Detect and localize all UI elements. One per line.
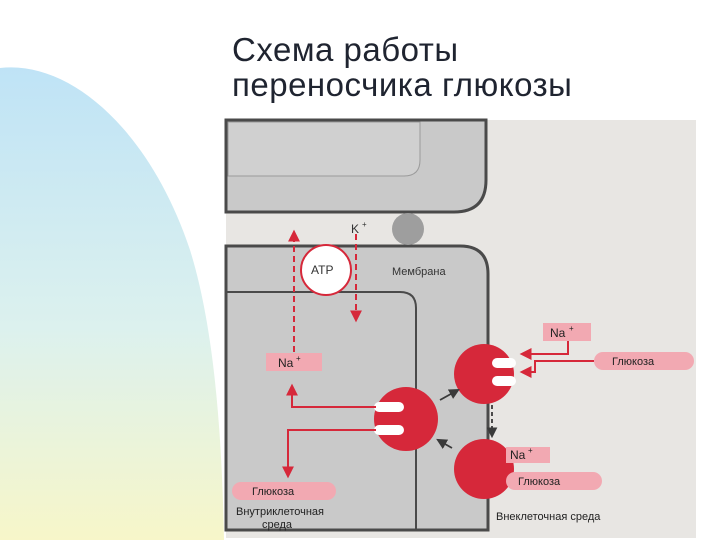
glucose-inside-label: Глюкоза	[252, 486, 295, 498]
cycle-arrow-up-left	[436, 438, 453, 449]
na-lower-tag	[506, 447, 550, 463]
cycle-arrow-up-right	[439, 388, 460, 401]
extracellular-caption: Внеклеточная среда	[496, 511, 601, 523]
na-release-arrow	[286, 383, 376, 408]
transporter-upper	[454, 344, 514, 404]
intracellular-caption-line2: среда	[262, 519, 293, 531]
na-outside-label: Na	[550, 326, 566, 340]
svg-text:+: +	[362, 220, 367, 229]
k-ion-label: K	[351, 222, 359, 236]
na-inside-label: Na	[278, 356, 294, 370]
membrane-label: Мембрана	[392, 266, 446, 278]
na-outside-to-transporter-arrow	[519, 341, 569, 360]
transporter-inside	[374, 387, 438, 451]
glucose-outside-to-transporter-arrow	[519, 360, 594, 378]
atp-label: ATP	[311, 263, 333, 277]
na-inside-tag	[266, 353, 322, 371]
svg-text:+: +	[528, 446, 533, 455]
title-line-2: переносчика глюкозы	[232, 66, 573, 103]
intracellular-caption-line1: Внутриклеточная	[236, 506, 324, 518]
na-outside-tag	[543, 323, 591, 341]
title-line-1: Схема работы	[232, 31, 459, 68]
na-lower-label: Na	[510, 448, 526, 462]
glucose-inside-tag	[232, 482, 336, 500]
svg-text:+: +	[296, 354, 301, 363]
svg-text:+: +	[569, 324, 574, 333]
slide-title: Схема работы переносчика глюкозы	[232, 32, 572, 102]
k-ion-channel	[392, 213, 424, 245]
glucose-outside-label: Глюкоза	[612, 356, 655, 368]
transporter-lower	[454, 439, 514, 499]
atp-pump	[300, 244, 352, 296]
cell-inner-membrane	[226, 291, 417, 530]
glucose-lower-tag	[506, 472, 602, 490]
glucose-outside-tag	[594, 352, 694, 370]
glucose-lower-label: Глюкоза	[518, 476, 561, 488]
glucose-release-arrow	[282, 429, 376, 479]
